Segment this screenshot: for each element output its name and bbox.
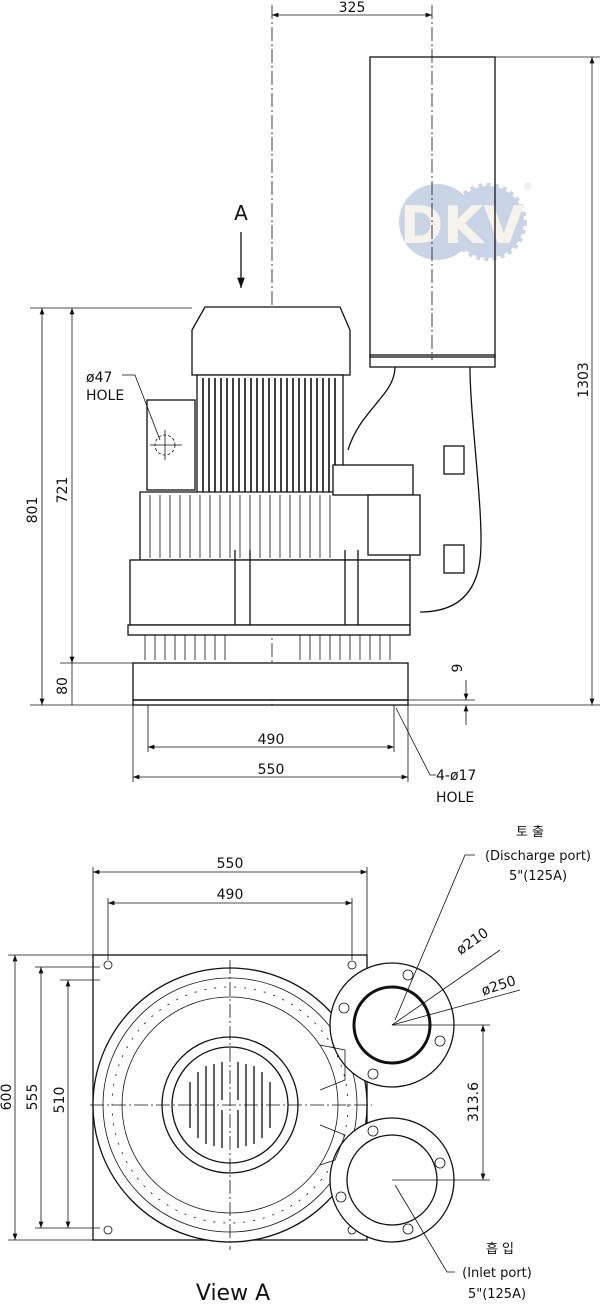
view-a: 550 490 600 555 510 ø210 ø250 313.6 토 출 …	[0, 825, 591, 1304]
blower-lower	[129, 559, 411, 626]
dia-250-label: ø250	[480, 973, 519, 999]
hole-47-dia: ø47	[86, 370, 112, 386]
view-a-caption: View A	[196, 1281, 270, 1304]
dim-325-label: 325	[339, 0, 366, 16]
view-a-dim-490-label: 490	[217, 887, 244, 903]
silencer	[369, 56, 496, 358]
dkv-logo: DKV ®	[399, 182, 533, 261]
dim-550-label: 550	[258, 762, 285, 778]
discharge-label-en: (Discharge port)	[485, 849, 591, 864]
motor-fan-cover	[191, 306, 351, 376]
dim-80-label: 80	[55, 677, 71, 695]
dim-600-label: 600	[0, 1084, 15, 1111]
discharge-size: 5"(125A)	[509, 869, 567, 884]
hole-47-text: HOLE	[86, 388, 124, 404]
dim-490-label: 490	[258, 732, 285, 748]
dia-210-label: ø210	[454, 925, 492, 958]
dim-555-label: 555	[25, 1084, 41, 1111]
dim-801-label: 801	[25, 497, 41, 524]
discharge-label-ko: 토 출	[516, 825, 544, 840]
inlet-size: 5"(125A)	[468, 1287, 526, 1302]
dim-313-6-label: 313.6	[466, 1082, 482, 1122]
logo-text: DKV	[400, 196, 524, 256]
inlet-label-en: (Inlet port)	[462, 1266, 532, 1281]
hole-17-dia: 4-ø17	[436, 768, 476, 784]
dim-510-label: 510	[52, 1087, 68, 1114]
hole-17-text: HOLE	[436, 790, 474, 806]
dim-721-label: 721	[55, 477, 71, 504]
motor-body	[196, 374, 344, 496]
dim-9-label: 9	[450, 664, 466, 673]
side-view: DKV ® 325 1303 A ø47 HOLE 801 721	[25, 0, 600, 806]
dim-1303-label: 1303	[576, 362, 592, 398]
view-a-arrow-label: A	[234, 201, 248, 225]
inlet-label-ko: 흡 입	[486, 1242, 514, 1257]
duct-bend	[347, 366, 482, 613]
base-plate	[132, 662, 409, 701]
logo-registered: ®	[523, 182, 533, 193]
view-a-dim-550-label: 550	[217, 856, 244, 872]
